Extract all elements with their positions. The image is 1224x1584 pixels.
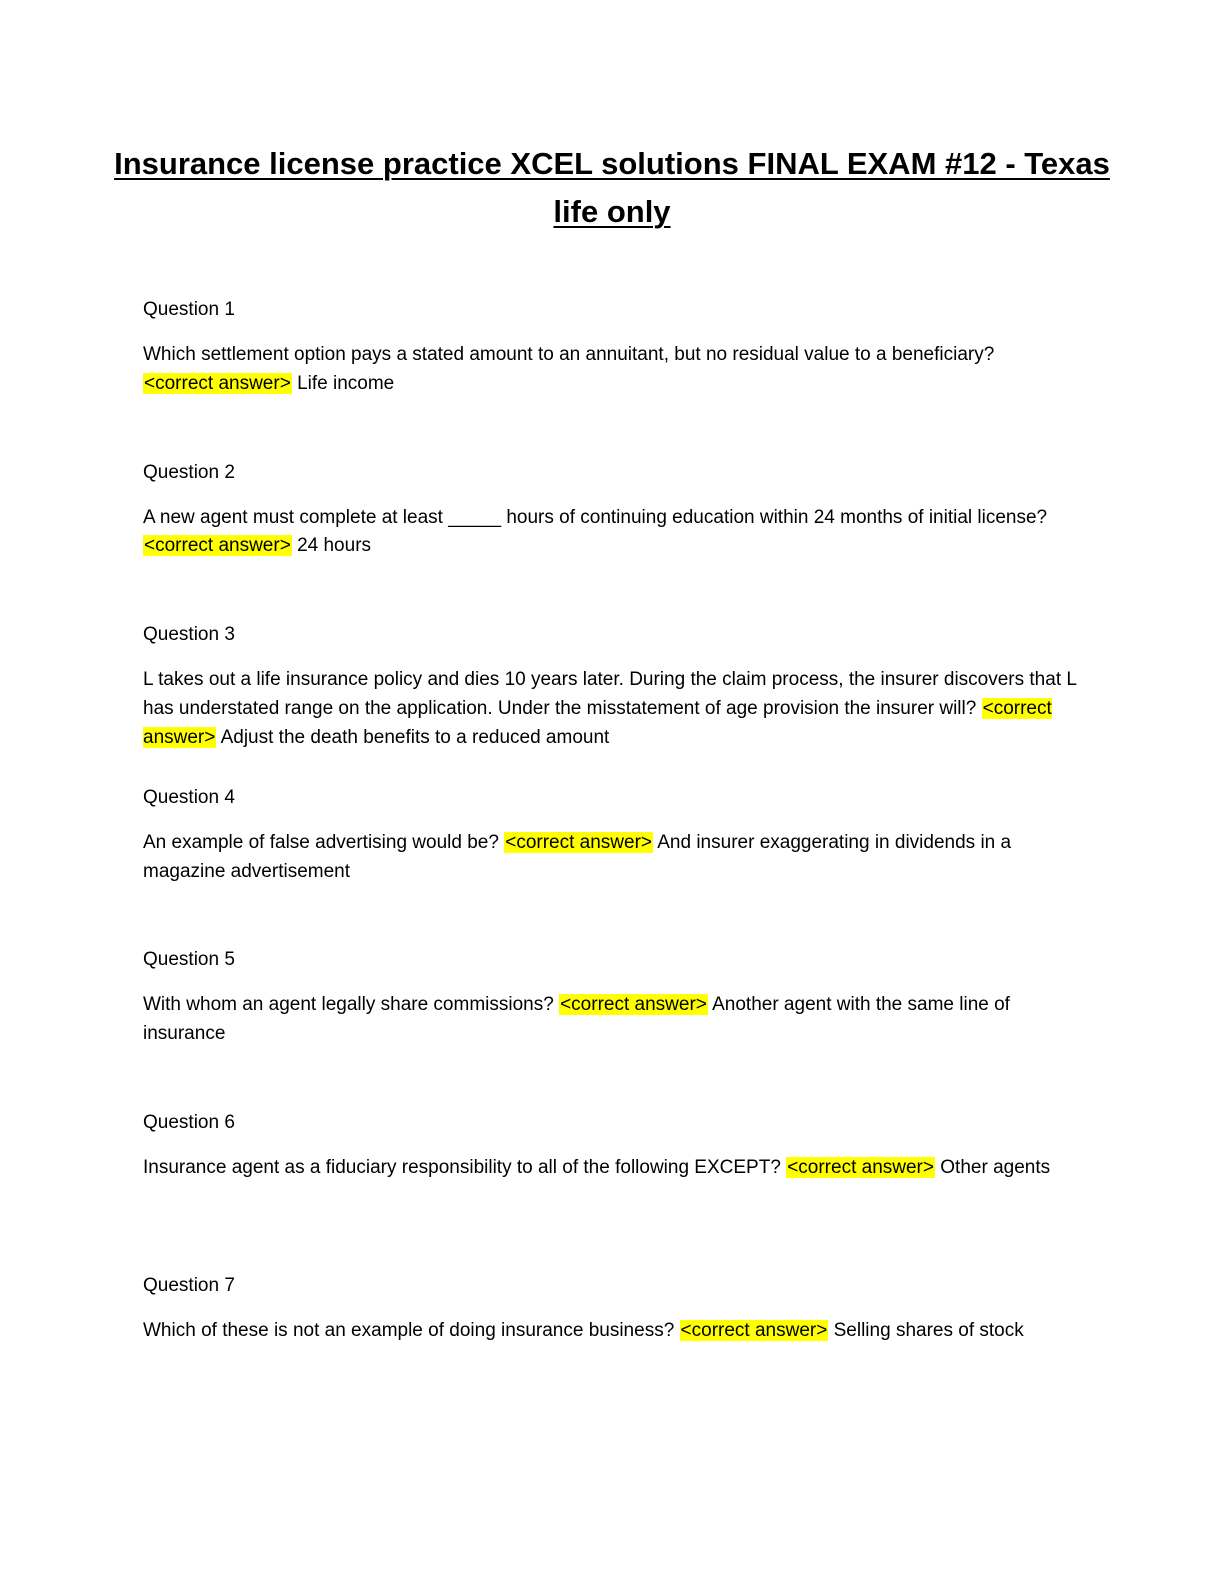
answer-text: Selling shares of stock: [833, 1319, 1024, 1341]
answer-text: Adjust the death benefits to a reduced a…: [220, 726, 610, 748]
question-label: Question 5: [143, 949, 235, 971]
question-label: Question 2: [143, 461, 235, 483]
question-text: With whom an agent legally share commiss…: [143, 991, 1083, 1049]
correct-answer-marker: <correct answer>: [679, 1319, 829, 1341]
question-text: Which of these is not an example of doin…: [143, 1317, 1083, 1346]
answer-text: Life income: [297, 372, 395, 394]
question-label: Question 3: [143, 624, 235, 646]
correct-answer-marker: <correct answer>: [143, 372, 292, 394]
question-text: Which settlement option pays a stated am…: [143, 341, 1083, 399]
question-item: Question 1 Which settlement option pays …: [143, 296, 1083, 459]
question-text: A new agent must complete at least _____…: [143, 504, 1083, 562]
question-item: Question 5 With whom an agent legally sh…: [143, 946, 1083, 1109]
question-prompt: A new agent must complete at least _____…: [143, 506, 1048, 528]
question-item: Question 3 L takes out a life insurance …: [143, 621, 1083, 784]
question-text: An example of false advertising would be…: [143, 829, 1083, 887]
correct-answer-marker: <correct answer>: [559, 994, 708, 1016]
document-title: Insurance license practice XCEL solution…: [114, 146, 1110, 229]
question-item: Question 7 Which of these is not an exam…: [143, 1272, 1083, 1435]
question-item: Question 4 An example of false advertisi…: [143, 784, 1083, 947]
question-label: Question 7: [143, 1274, 235, 1296]
question-item: Question 6 Insurance agent as a fiduciar…: [143, 1109, 1083, 1272]
answer-text: Other agents: [940, 1156, 1051, 1178]
correct-answer-marker: <correct answer>: [504, 831, 654, 853]
question-label: Question 1: [143, 299, 235, 320]
question-label: Question 6: [143, 1111, 235, 1133]
question-prompt: Which settlement option pays a stated am…: [143, 344, 995, 365]
question-prompt: Which of these is not an example of doin…: [143, 1319, 675, 1341]
question-text: Insurance agent as a fiduciary responsib…: [143, 1154, 1083, 1183]
question-text: L takes out a life insurance policy and …: [143, 666, 1083, 752]
correct-answer-marker: <correct answer>: [143, 535, 292, 557]
question-prompt: Insurance agent as a fiduciary responsib…: [143, 1156, 781, 1178]
question-label: Question 4: [143, 786, 235, 808]
question-item: Question 2 A new agent must complete at …: [143, 459, 1083, 622]
answer-text: And insurer exaggerating in dividends in…: [143, 831, 1012, 882]
answer-text: 24 hours: [297, 535, 372, 557]
question-list: Question 1 Which settlement option pays …: [143, 296, 1083, 1434]
answer-text: Another agent with the same line of insu…: [143, 994, 1010, 1045]
question-prompt: With whom an agent legally share commiss…: [143, 994, 554, 1016]
correct-answer-marker: <correct answer>: [786, 1156, 935, 1178]
question-prompt: L takes out a life insurance policy and …: [143, 669, 1077, 719]
question-prompt: An example of false advertising would be…: [143, 831, 499, 853]
